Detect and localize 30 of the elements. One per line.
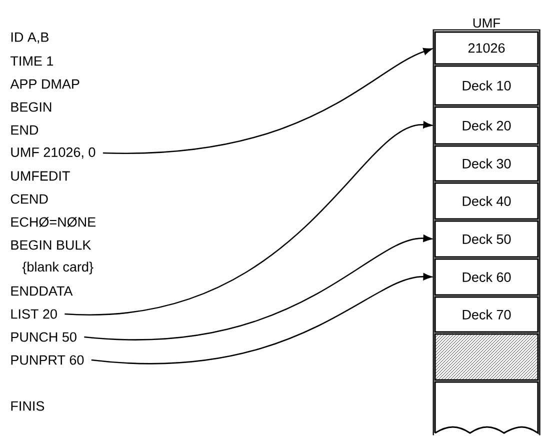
code-line: UMF 21026, 0 <box>11 147 96 159</box>
code-line: LIST 20 <box>11 309 57 319</box>
deck-cell: Deck 10 <box>434 65 539 106</box>
code-line: ECHØ=NØNE <box>11 217 96 227</box>
code-line: TIME 1 <box>10 56 54 66</box>
code-line: ENDDATA <box>11 286 73 296</box>
code-line: END <box>11 125 38 135</box>
arrow <box>91 273 432 364</box>
deck-cell: Deck 70 <box>434 296 539 333</box>
arrow <box>84 234 432 340</box>
code-line: ID A,B <box>11 32 48 44</box>
arrow <box>102 48 432 154</box>
deck-cell: Deck 50 <box>434 220 539 258</box>
code-line: BEGIN BULK <box>11 240 92 250</box>
code-line: BEGIN <box>11 102 52 112</box>
code-line: {blank card} <box>22 262 94 274</box>
open-cell <box>434 381 539 434</box>
deck-cell: Deck 30 <box>434 145 539 182</box>
deck-cell: Deck 60 <box>434 258 539 296</box>
code-line: PUNPRT 60 <box>11 355 84 365</box>
deck-cell: Deck 20 <box>434 106 539 145</box>
hatched-cell <box>434 333 539 381</box>
arrow <box>64 121 432 315</box>
deck-cell: 21026 <box>434 31 539 65</box>
code-line: APP DMAP <box>10 79 80 89</box>
code-line: FINIS <box>11 401 44 411</box>
code-line: UMFEDIT <box>11 171 70 181</box>
code-line: PUNCH 50 <box>11 332 76 342</box>
deck-cell: Deck 40 <box>434 182 539 220</box>
code-line: CEND <box>10 194 48 204</box>
